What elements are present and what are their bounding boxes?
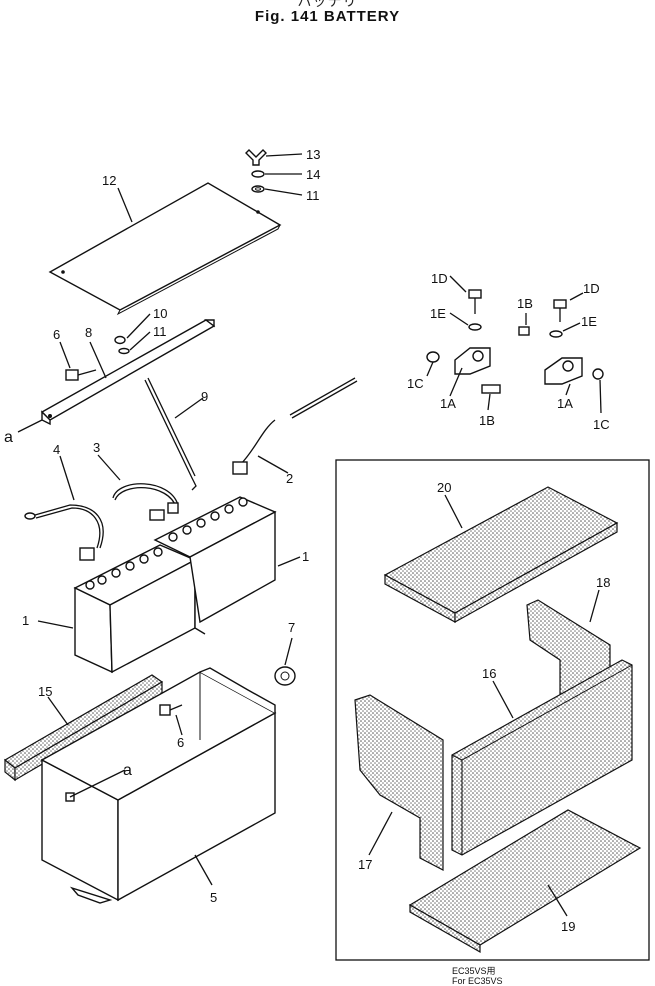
mat-20 bbox=[383, 486, 619, 624]
callout-4: 4 bbox=[53, 442, 60, 457]
washer-14 bbox=[251, 170, 265, 178]
ec35vs-detail-frame bbox=[335, 459, 650, 961]
mat-19 bbox=[408, 809, 642, 954]
callout-3: 3 bbox=[93, 440, 100, 455]
wing-bolt-13 bbox=[245, 149, 267, 166]
callout-6-tray: 6 bbox=[177, 735, 184, 750]
battery-cable-2 bbox=[232, 377, 358, 475]
japanese-title: バッテリ bbox=[297, 0, 358, 9]
callout-1B-right: 1B bbox=[517, 296, 533, 311]
figure-title: Fig. 141 BATTERY bbox=[254, 8, 401, 25]
callout-11: 11 bbox=[306, 188, 320, 203]
callout-1A-left: 1A bbox=[440, 396, 456, 411]
battery-tray-5 bbox=[40, 667, 277, 904]
callout-1-rear: 1 bbox=[302, 549, 309, 564]
callout-1C-left: 1C bbox=[407, 376, 424, 391]
callout-16: 16 bbox=[482, 666, 496, 681]
hold-down-bar-8 bbox=[40, 319, 216, 426]
mat-16 bbox=[451, 659, 633, 856]
callout-11-bar: 11 bbox=[153, 324, 167, 339]
callout-6: 6 bbox=[53, 327, 60, 342]
callout-1D-left: 1D bbox=[431, 271, 448, 286]
battery-cover-12 bbox=[48, 182, 282, 316]
washer-11-top bbox=[251, 185, 265, 193]
terminal-clamp-assembly-left bbox=[426, 275, 501, 411]
callout-a-top: a bbox=[4, 429, 13, 446]
callout-1B-left: 1B bbox=[479, 413, 495, 428]
callout-1E-left: 1E bbox=[430, 306, 446, 321]
battery-1-rear bbox=[153, 496, 277, 635]
callout-1-front: 1 bbox=[22, 613, 29, 628]
battery-1-front bbox=[73, 544, 197, 674]
bolt-6-top bbox=[65, 369, 97, 381]
callout-10: 10 bbox=[153, 306, 167, 321]
washer-11-bar bbox=[118, 347, 130, 355]
callout-7: 7 bbox=[288, 620, 295, 635]
callout-12: 12 bbox=[102, 173, 116, 188]
callout-9: 9 bbox=[201, 389, 208, 404]
callout-1A-right: 1A bbox=[557, 396, 573, 411]
callout-a-tray: a bbox=[123, 762, 132, 779]
callout-13: 13 bbox=[306, 147, 320, 162]
callout-1D-right: 1D bbox=[583, 281, 600, 296]
footer-line-1: EC35VS用 bbox=[452, 966, 496, 976]
callout-14: 14 bbox=[306, 167, 320, 182]
terminal-clamp-assembly-right bbox=[518, 292, 604, 414]
callout-8: 8 bbox=[85, 325, 92, 340]
callout-20: 20 bbox=[437, 480, 451, 495]
footer-line-2: For EC35VS bbox=[452, 976, 503, 986]
callout-15: 15 bbox=[38, 684, 52, 699]
callout-2: 2 bbox=[286, 471, 293, 486]
jumper-cable-3 bbox=[112, 483, 179, 521]
nut-10 bbox=[114, 335, 126, 345]
mat-17 bbox=[354, 694, 444, 871]
callout-1C-right: 1C bbox=[593, 417, 610, 432]
grommet-7 bbox=[274, 666, 296, 686]
callout-1E-right: 1E bbox=[581, 314, 597, 329]
callout-5: 5 bbox=[210, 890, 217, 905]
hold-down-rod-9 bbox=[144, 377, 197, 491]
callout-17: 17 bbox=[358, 857, 372, 872]
callout-18: 18 bbox=[596, 575, 610, 590]
battery-cable-4 bbox=[24, 504, 104, 561]
bolt-6-tray bbox=[159, 704, 183, 716]
callout-19: 19 bbox=[561, 919, 575, 934]
